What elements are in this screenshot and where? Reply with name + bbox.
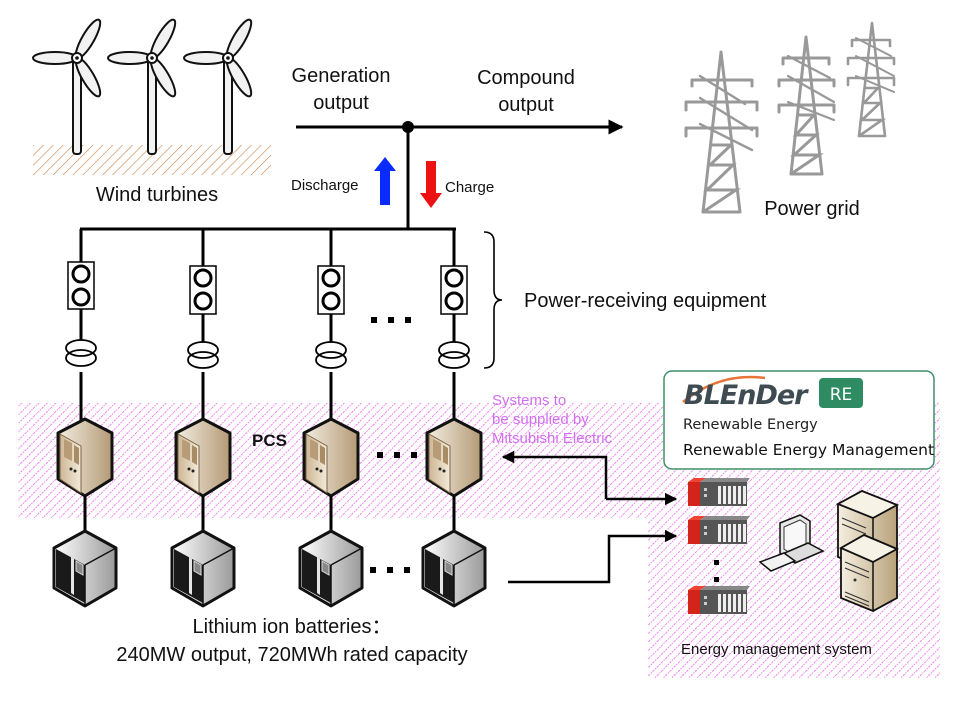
output-line (296, 119, 624, 229)
supply-note-line-3: Mitsubishi Electric (492, 430, 613, 447)
power-tower-icon (846, 21, 896, 138)
wind-turbine-icon (107, 18, 177, 155)
plc-controller-icon (688, 586, 750, 614)
supply-note-line-2: be supplied by (492, 411, 589, 428)
feeder (438, 229, 470, 420)
battery-unit-icon (421, 529, 487, 608)
battery-unit-icon (170, 529, 236, 608)
plc-controller-icon (688, 516, 750, 544)
pcs-cabinet-icon (302, 417, 360, 498)
power-tower-icon (777, 35, 836, 176)
generation-output-label-1: Generation (292, 65, 391, 87)
discharge-label: Discharge (291, 177, 359, 194)
power-tower-icon (684, 50, 759, 214)
transformer-icon (65, 339, 97, 367)
blender-re-card: BLEnDer RE Renewable Energy Renewable En… (663, 370, 935, 470)
feeder (65, 229, 97, 420)
feeder (315, 229, 347, 420)
ellipsis-dots-icon (377, 452, 417, 458)
compound-output-label-2: output (498, 94, 554, 116)
wind-turbine-icon (32, 18, 102, 155)
generation-output-label-2: output (313, 92, 369, 114)
pcs-cabinet-icon (56, 417, 114, 498)
charge-label: Charge (445, 179, 494, 196)
wind-turbines-label: Wind turbines (96, 184, 218, 206)
blender-logo: BLEnDer (684, 380, 809, 411)
transformer-icon (315, 341, 347, 369)
batteries-label-2: 240MW output, 720MWh rated capacity (116, 644, 467, 666)
card-line-1: Renewable Energy (683, 417, 818, 433)
control-signal-arrow (501, 450, 678, 584)
charge-arrow-icon (420, 161, 442, 208)
battery-unit-icon (52, 529, 118, 608)
discharge-arrow-icon (374, 157, 396, 205)
pcs-label: PCS (252, 431, 287, 450)
vertical-ellipsis-icon (714, 560, 719, 582)
supply-note-line-1: Systems to (492, 392, 566, 409)
plc-controller-icon (688, 478, 750, 506)
power-grid-group: Power grid (684, 21, 896, 220)
blender-logo-swoosh-icon (682, 375, 766, 403)
re-badge (819, 378, 863, 408)
compound-output-label-1: Compound (477, 67, 575, 89)
pcs-battery-connectors (83, 496, 456, 532)
transformer-icon (187, 341, 219, 369)
pcs-cabinet-icon (174, 417, 232, 498)
transformer-icon (438, 341, 470, 369)
battery-unit-icon (298, 529, 364, 608)
ems-label: Energy management system (681, 641, 872, 658)
pcs-cabinet-icon (425, 417, 483, 498)
ellipsis-dots-icon (370, 567, 410, 573)
feeder (187, 229, 219, 420)
wind-turbine-icon (183, 18, 253, 155)
brace-icon (483, 231, 503, 369)
workstation-icon (758, 514, 825, 572)
power-grid-label: Power grid (764, 198, 860, 220)
card-line-2: Renewable Energy Management (683, 441, 934, 459)
ellipsis-dots-icon (371, 317, 411, 323)
re-badge-text: RE (830, 385, 853, 405)
keyboard-icon (758, 552, 797, 572)
server-icon (838, 533, 900, 612)
batteries-label-1: Lithium ion batteries： (193, 616, 392, 638)
wind-turbines-group: Wind turbines (32, 18, 271, 206)
power-receiving-equipment-label: Power-receiving equipment (524, 290, 767, 312)
